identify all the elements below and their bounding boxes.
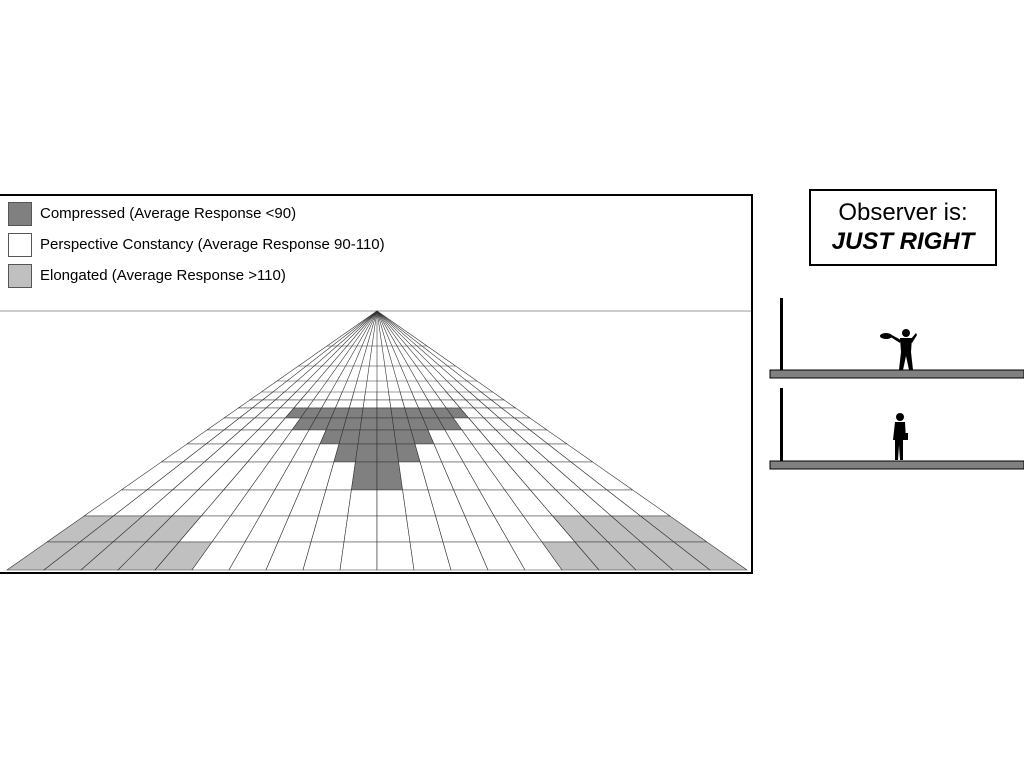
convergence-line xyxy=(353,310,378,393)
convergence-line xyxy=(376,310,482,393)
grid-cell xyxy=(376,541,415,571)
legend-label-compressed: Compressed (Average Response <90) xyxy=(40,205,297,222)
convergence-line xyxy=(318,310,378,393)
convergence-line xyxy=(284,310,378,393)
grid-cell xyxy=(376,515,411,543)
grid-cell xyxy=(342,417,363,431)
convergence-line xyxy=(295,310,378,393)
convergence-line xyxy=(376,310,459,393)
perspective-grid-panel: Compressed (Average Response <90) Perspe… xyxy=(0,194,753,574)
convergence-line xyxy=(272,310,378,393)
grid-cell xyxy=(362,399,378,409)
legend-swatch-constancy xyxy=(8,233,32,257)
grid-cell xyxy=(376,429,397,445)
convergence-line xyxy=(376,310,401,393)
figure-with-bag-icon xyxy=(893,413,908,460)
convergence-line xyxy=(307,310,378,393)
grid-cell xyxy=(351,391,366,401)
bottom-shelf-post xyxy=(780,388,783,462)
convergence-line xyxy=(261,310,378,393)
grid-cell xyxy=(339,541,378,571)
legend-label-constancy: Perspective Constancy (Average Response … xyxy=(40,236,385,253)
grid-cell xyxy=(359,417,378,431)
legend-swatch-compressed xyxy=(8,202,32,226)
top-shelf xyxy=(769,369,1024,379)
convergence-line xyxy=(365,310,378,393)
grid-cell xyxy=(376,461,403,491)
grid-cell xyxy=(376,399,392,409)
grid-cell xyxy=(348,399,365,409)
convergence-line xyxy=(376,310,493,393)
side-view-illustration xyxy=(769,298,1024,470)
grid-cell xyxy=(338,429,361,445)
convergence-line xyxy=(376,310,447,393)
grid-cell xyxy=(357,429,378,445)
convergence-line xyxy=(376,310,412,393)
grid-cell xyxy=(355,443,378,463)
legend-swatch-elongated xyxy=(8,264,32,288)
grid-cell xyxy=(376,489,407,517)
bottom-shelf xyxy=(769,460,1024,470)
convergence-line xyxy=(376,310,424,393)
grid-cell xyxy=(346,407,364,419)
convergence-line xyxy=(376,310,389,393)
top-shelf-post xyxy=(780,298,783,372)
grid-cell xyxy=(673,541,748,571)
observer-status-box: Observer is: JUST RIGHT xyxy=(809,189,997,266)
convergence-line xyxy=(376,310,470,393)
convergence-line xyxy=(342,310,378,393)
grid-cell xyxy=(376,391,391,401)
grid-cell xyxy=(376,443,399,463)
figure-with-pan-icon xyxy=(880,329,917,370)
grid-cell xyxy=(361,407,378,419)
perspective-grid xyxy=(0,310,751,571)
grid-cell xyxy=(363,391,378,401)
legend-label-elongated: Elongated (Average Response >110) xyxy=(40,267,286,284)
grid-cell xyxy=(376,417,395,431)
convergence-line xyxy=(330,310,378,393)
observer-heading: Observer is: xyxy=(838,199,968,226)
grid-cell xyxy=(351,461,378,491)
observer-state: JUST RIGHT xyxy=(831,228,975,255)
convergence-line xyxy=(376,310,436,393)
grid-cell xyxy=(376,407,393,419)
grid-cell xyxy=(343,515,378,543)
grid-cell xyxy=(347,489,378,517)
